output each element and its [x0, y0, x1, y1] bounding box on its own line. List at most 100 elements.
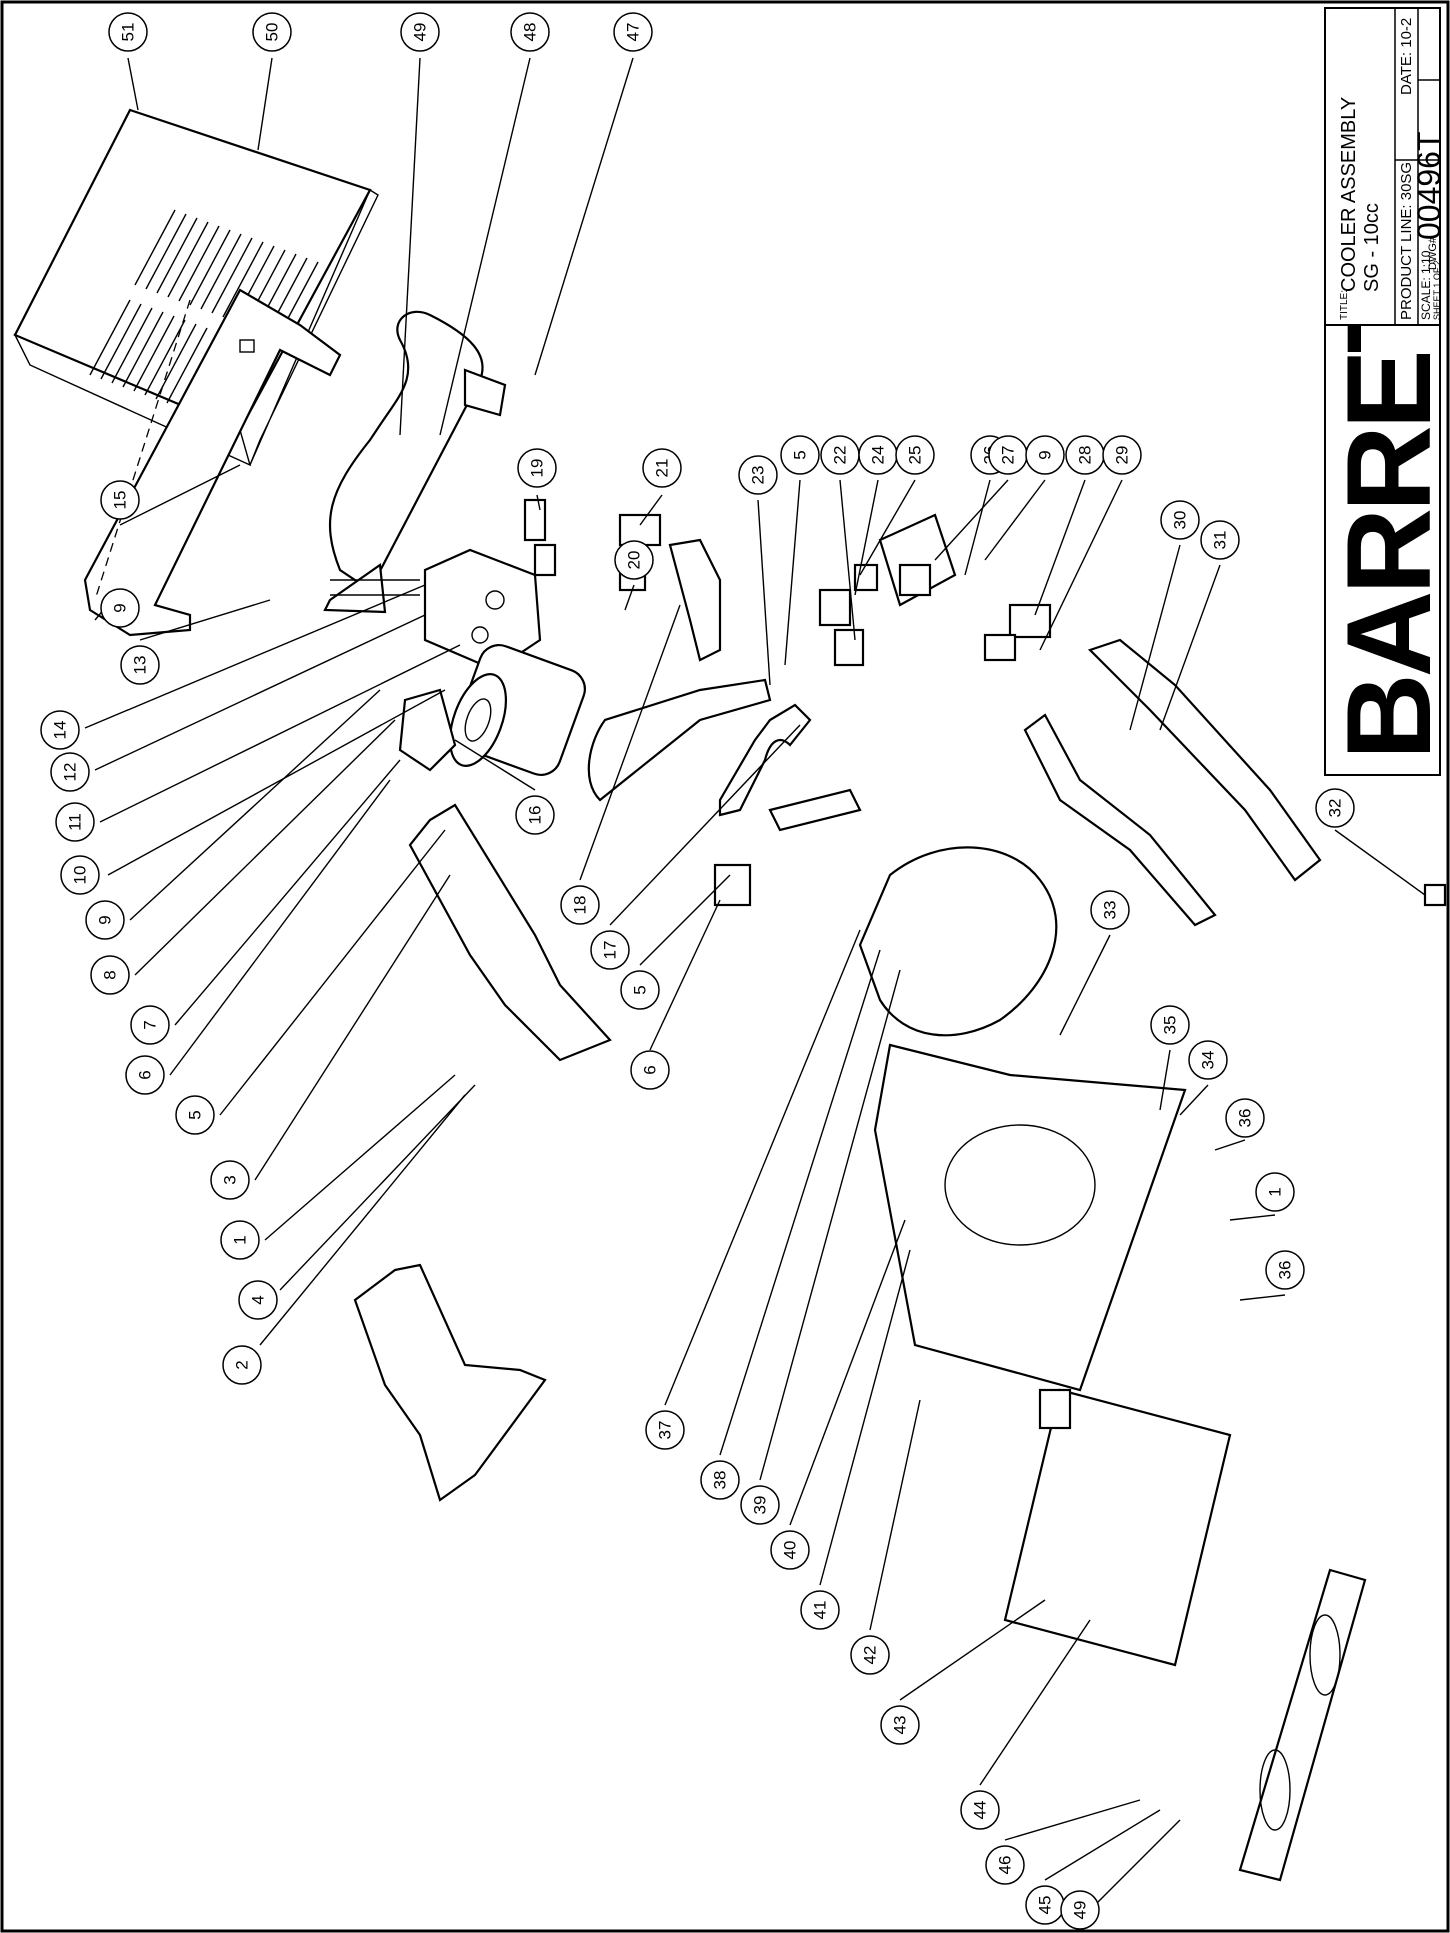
- callout-5: 5: [620, 970, 660, 1010]
- callout-47: 47: [613, 12, 653, 52]
- callout-number: 5: [186, 1110, 205, 1119]
- callout-number: 8: [101, 970, 120, 979]
- callout-4: 4: [238, 1280, 278, 1320]
- callout-number: 31: [1211, 531, 1230, 550]
- callout-number: 38: [711, 1471, 730, 1490]
- callout-number: 47: [624, 23, 643, 42]
- callout-number: 32: [1326, 799, 1345, 818]
- callout-31: 31: [1200, 520, 1240, 560]
- date: DATE: 10-2: [1398, 18, 1415, 95]
- callout-1: 1: [1255, 1172, 1295, 1212]
- hose-part-17: [587, 678, 862, 832]
- callout-21: 21: [642, 448, 682, 488]
- callout-9: 9: [100, 588, 140, 628]
- callout-43: 43: [880, 1705, 920, 1745]
- callout-36: 36: [1225, 1098, 1265, 1138]
- cooler-core-part-43: [1003, 1388, 1232, 1667]
- callout-11: 11: [55, 802, 95, 842]
- callout-number: 33: [1101, 901, 1120, 920]
- callout-6: 6: [125, 1055, 165, 1095]
- callout-10: 10: [60, 855, 100, 895]
- callout-18: 18: [560, 885, 600, 925]
- callout-37: 37: [645, 1410, 685, 1450]
- callout-number: 27: [999, 446, 1018, 465]
- dwg-number: 00496T: [1411, 131, 1447, 240]
- callout-number: 18: [571, 896, 590, 915]
- callout-number: 17: [601, 941, 620, 960]
- callout-38: 38: [700, 1460, 740, 1500]
- callout-33: 33: [1090, 890, 1130, 930]
- dwg-prefix: DWG#: [1427, 236, 1439, 270]
- cooler-frame-part-33: [873, 1043, 1187, 1392]
- callout-5: 5: [175, 1095, 215, 1135]
- callout-balloons: 5150494847212352224252627928292019159131…: [40, 12, 1355, 1930]
- sheet: SHEET 1 OF 2: [1432, 260, 1442, 320]
- callout-48: 48: [510, 12, 550, 52]
- callout-5: 5: [780, 435, 820, 475]
- callout-number: 49: [1071, 1901, 1090, 1920]
- callout-number: 49: [411, 23, 430, 42]
- hose-part-31: [1087, 638, 1322, 882]
- callout-number: 21: [653, 459, 672, 478]
- callout-34: 34: [1188, 1040, 1228, 1080]
- callout-50: 50: [252, 12, 292, 52]
- title-line-1: COOLER ASSEMBLY: [1338, 97, 1360, 292]
- callout-13: 13: [120, 645, 160, 685]
- callout-number: 35: [1161, 1016, 1180, 1035]
- callout-number: 5: [631, 985, 650, 994]
- callout-25: 25: [895, 435, 935, 475]
- callout-8: 8: [90, 955, 130, 995]
- callout-number: 16: [526, 806, 545, 825]
- hose-part-18: [668, 538, 722, 662]
- callout-number: 5: [791, 450, 810, 459]
- callout-number: 46: [996, 1856, 1015, 1875]
- callout-19: 19: [517, 448, 557, 488]
- callout-number: 36: [1276, 1261, 1295, 1280]
- title-line-2: SG - 10cc: [1361, 203, 1383, 292]
- callout-number: 10: [71, 866, 90, 885]
- callout-number: 34: [1199, 1051, 1218, 1070]
- callout-number: 14: [51, 721, 70, 740]
- hose-part-30: [1023, 713, 1217, 927]
- callout-22: 22: [820, 435, 860, 475]
- callout-41: 41: [800, 1590, 840, 1630]
- callout-number: 9: [1036, 450, 1055, 459]
- callout-46: 46: [985, 1845, 1025, 1885]
- callout-number: 13: [131, 656, 150, 675]
- product-line: PRODUCT LINE: 30SG: [1398, 162, 1415, 320]
- callout-number: 11: [66, 813, 85, 831]
- callout-number: 20: [625, 551, 644, 570]
- callout-number: 43: [891, 1716, 910, 1735]
- callout-number: 50: [263, 23, 282, 42]
- filter-head-part-7: [398, 688, 457, 772]
- callout-number: 15: [111, 491, 130, 510]
- callout-number: 24: [869, 446, 888, 465]
- callout-27: 27: [988, 435, 1028, 475]
- callout-45: 45: [1025, 1885, 1065, 1925]
- callout-12: 12: [50, 752, 90, 792]
- callout-15: 15: [100, 480, 140, 520]
- callout-1: 1: [220, 1220, 260, 1260]
- callout-29: 29: [1102, 435, 1142, 475]
- callout-9: 9: [1025, 435, 1065, 475]
- callout-number: 41: [811, 1601, 830, 1620]
- callout-number: 39: [751, 1496, 770, 1515]
- callout-40: 40: [770, 1530, 810, 1570]
- mounting-bar-part-46: [1238, 1568, 1367, 1882]
- callout-number: 23: [749, 466, 768, 485]
- callout-9: 9: [85, 900, 125, 940]
- callout-number: 12: [61, 763, 80, 782]
- title-prefix: TITLE:: [1339, 290, 1350, 320]
- callout-number: 1: [231, 1235, 250, 1244]
- callout-24: 24: [858, 435, 898, 475]
- callout-number: 1: [1266, 1187, 1285, 1196]
- callout-number: 7: [141, 1020, 160, 1029]
- fitting-part-28: [983, 603, 1052, 662]
- callout-44: 44: [960, 1790, 1000, 1830]
- callout-number: 36: [1236, 1109, 1255, 1128]
- callout-42: 42: [850, 1635, 890, 1675]
- callout-39: 39: [740, 1485, 780, 1525]
- callout-number: 48: [521, 23, 540, 42]
- callout-49: 49: [1060, 1890, 1100, 1930]
